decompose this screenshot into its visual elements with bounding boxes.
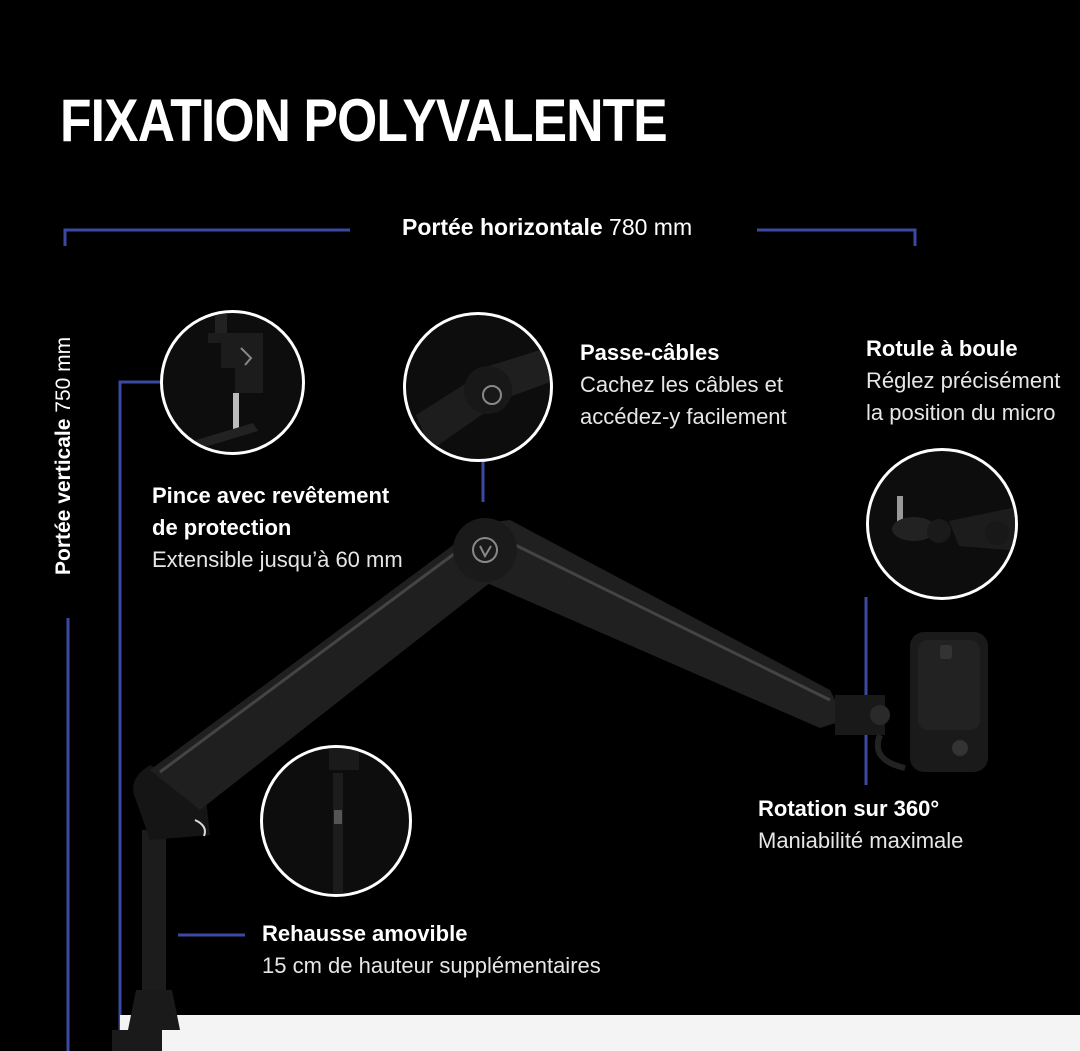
ball-joint-feature: Rotule à boule Réglez précisément la pos…	[866, 333, 1060, 429]
cable-pass-desc-line1: Cachez les câbles et	[580, 372, 783, 397]
elbow-joint	[453, 518, 517, 582]
vertical-reach-label: Portée verticale 750 mm	[52, 337, 76, 575]
riser-title: Rehausse amovible	[262, 921, 468, 946]
clamp-detail-image	[160, 310, 305, 455]
rotation-title: Rotation sur 360°	[758, 796, 940, 821]
cable-pass-title: Passe-câbles	[580, 340, 720, 365]
ball-joint-title: Rotule à boule	[866, 336, 1018, 361]
rotation-description: Maniabilité maximale	[758, 828, 964, 853]
cable-pass-feature: Passe-câbles Cachez les câbles et accéde…	[580, 337, 787, 433]
horizontal-reach-title: Portée horizontale	[402, 214, 603, 240]
ball-joint-desc-line1: Réglez précisément	[866, 368, 1061, 393]
cable-pass-detail-image	[403, 312, 553, 462]
horizontal-dimension-line	[63, 228, 917, 246]
page-title: FIXATION POLYVALENTE	[60, 87, 668, 154]
riser-description: 15 cm de hauteur supplémentaires	[262, 953, 601, 978]
horizontal-reach-label: Portée horizontale 780 mm	[402, 214, 692, 241]
ball-joint-detail-image	[866, 448, 1018, 600]
clamp-description: Extensible jusqu’à 60 mm	[152, 547, 403, 572]
callout-lines	[118, 380, 868, 1030]
microphone	[835, 632, 988, 772]
vertical-reach-value: 750 mm	[52, 336, 75, 413]
riser-detail-image	[260, 745, 412, 897]
riser-post	[128, 765, 210, 1030]
cable-pass-desc-line2: accédez-y facilement	[580, 404, 787, 429]
clamp-title-line2: de protection	[152, 515, 292, 540]
desk	[120, 1015, 1080, 1051]
rotation-feature: Rotation sur 360° Maniabilité maximale	[758, 793, 963, 857]
lower-arm	[150, 540, 500, 810]
ball-joint-desc-line2: la position du micro	[866, 400, 1056, 425]
clamp-title-line1: Pince avec revêtement	[152, 483, 390, 508]
riser-feature: Rehausse amovible 15 cm de hauteur suppl…	[262, 918, 601, 982]
upper-arm	[470, 520, 845, 728]
horizontal-reach-value: 780 mm	[609, 214, 693, 240]
elgato-logo-icon	[479, 545, 492, 559]
clamp-feature: Pince avec revêtement de protection Exte…	[152, 480, 403, 576]
vertical-reach-title: Portée verticale	[52, 418, 75, 575]
